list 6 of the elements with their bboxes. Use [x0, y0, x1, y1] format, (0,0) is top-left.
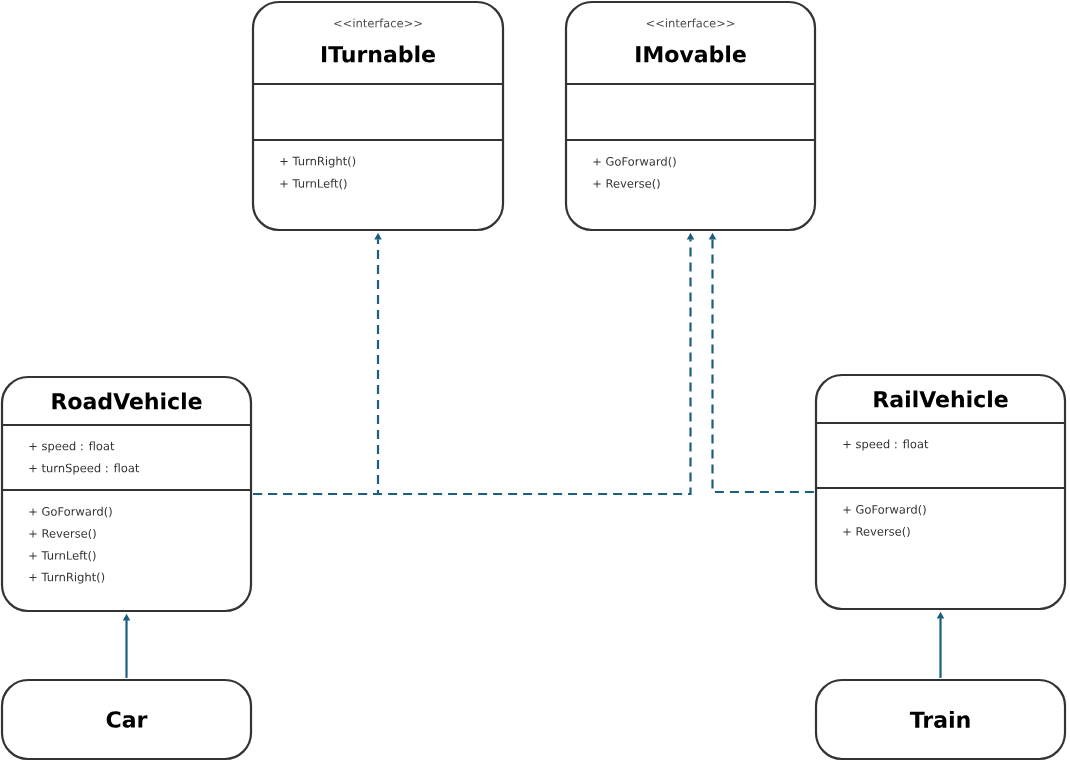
- class-box: Car: [0, 678, 253, 761]
- class-box: <<interface>> IMovable + GoForward() + Reverse(): [564, 0, 817, 232]
- class-box: <<interface>> ITurnable + TurnRight() + TurnLeft(): [251, 0, 505, 232]
- class-box: Train: [814, 678, 1067, 761]
- class-box: RoadVehicle + speed : float + turnSpeed : float + GoForward() + Reverse() + TurnLeft() + TurnRight(): [0, 375, 253, 613]
- class-box: RailVehicle + speed : float + GoForward() + Reverse(): [814, 373, 1067, 611]
